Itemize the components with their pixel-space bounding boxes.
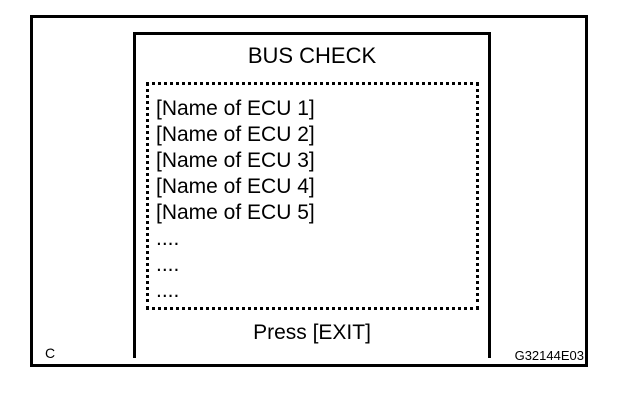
list-item[interactable]: [Name of ECU 4] — [156, 175, 315, 198]
list-item-ellipsis: .... — [156, 227, 180, 250]
ecu-list-box: [Name of ECU 1] [Name of ECU 2] [Name of… — [146, 82, 479, 310]
list-item[interactable]: [Name of ECU 1] — [156, 97, 315, 120]
tester-screen: BUS CHECK [Name of ECU 1] [Name of ECU 2… — [133, 32, 491, 358]
corner-label: C — [45, 345, 56, 361]
screen-title: BUS CHECK — [247, 43, 377, 68]
exit-prompt[interactable]: Press [EXIT] — [253, 321, 371, 344]
outer-frame — [30, 15, 588, 367]
list-item-ellipsis: .... — [156, 253, 180, 276]
figure-code: G32144E03 — [514, 348, 584, 363]
list-item[interactable]: [Name of ECU 3] — [156, 149, 315, 172]
list-item[interactable]: [Name of ECU 2] — [156, 123, 315, 146]
ecu-list: [Name of ECU 1] [Name of ECU 2] [Name of… — [156, 96, 315, 304]
list-item[interactable]: [Name of ECU 5] — [156, 201, 315, 224]
list-item-ellipsis: .... — [156, 279, 180, 302]
